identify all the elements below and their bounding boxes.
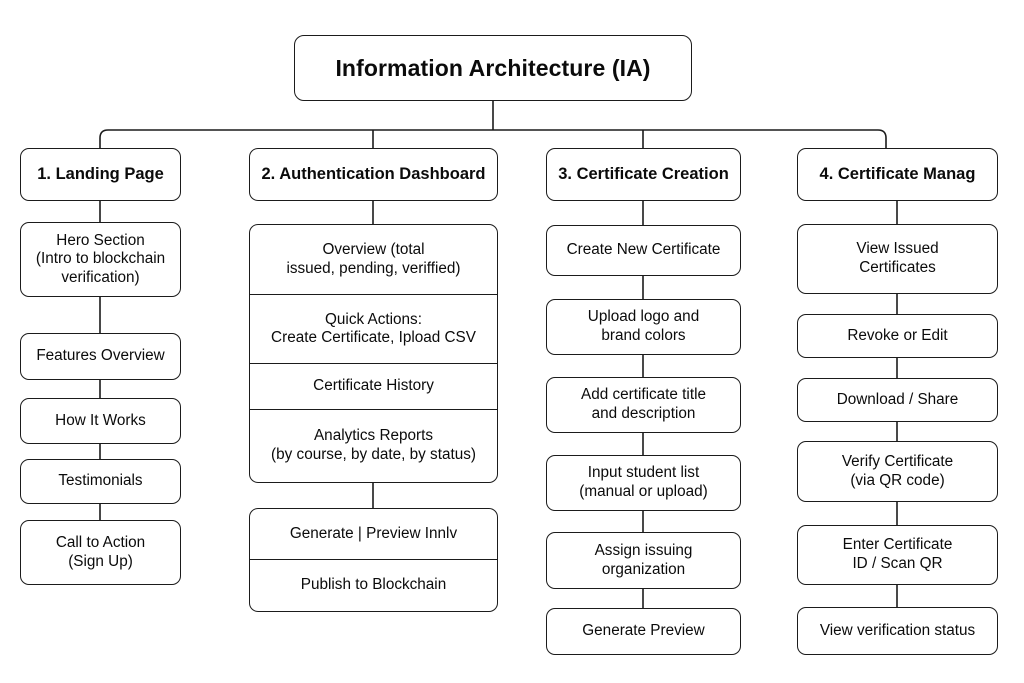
root-node-label: Information Architecture (IA) [335,54,651,81]
column-header-label: 4. Certificate Manag [819,165,976,184]
node-label: Input student list (manual or upload) [579,464,708,500]
group-dashboard-actions: Generate | Preview Innlv Publish to Bloc… [249,508,498,612]
column-header-label: 1. Landing Page [37,165,164,184]
node-add-certificate-title-description[interactable]: Add certificate title and description [546,377,741,433]
node-label: View Issued Certificates [856,240,939,276]
node-how-it-works[interactable]: How It Works [20,398,181,444]
node-label: Upload logo and brand colors [587,308,700,344]
column-header-certificate-management[interactable]: 4. Certificate Manag [797,148,998,201]
node-input-student-list[interactable]: Input student list (manual or upload) [546,455,741,511]
node-certificate-history[interactable]: Certificate History [250,364,497,410]
node-label: Verify Certificate (via QR code) [841,452,954,489]
node-label: Hero Section (Intro to blockchain verifi… [35,231,166,286]
node-label: Download / Share [836,390,959,408]
node-assign-issuing-organization[interactable]: Assign issuing organization [546,532,741,589]
distribution-bus [99,129,887,148]
node-label: How It Works [55,411,146,429]
node-call-to-action[interactable]: Call to Action (Sign Up) [20,520,181,585]
node-analytics-reports[interactable]: Analytics Reports (by course, by date, b… [250,410,497,482]
node-view-issued-certificates[interactable]: View Issued Certificates [797,224,998,294]
node-label: Certificate History [313,376,434,394]
column-header-landing-page[interactable]: 1. Landing Page [20,148,181,201]
node-publish-to-blockchain[interactable]: Publish to Blockchain [250,560,497,611]
root-node[interactable]: Information Architecture (IA) [294,35,692,101]
node-label: Publish to Blockchain [300,576,447,594]
node-overview[interactable]: Overview (total issued, pending, veriffi… [250,225,497,296]
node-revoke-or-edit[interactable]: Revoke or Edit [797,314,998,358]
node-label: View verification status [819,621,976,639]
node-label: Analytics Reports (by course, by date, b… [271,427,476,463]
column-header-authentication-dashboard[interactable]: 2. Authentication Dashboard [249,148,498,201]
node-testimonials[interactable]: Testimonials [20,459,181,504]
node-verify-certificate[interactable]: Verify Certificate (via QR code) [797,441,998,502]
node-label: Generate | Preview Innlv [289,524,458,542]
node-features-overview[interactable]: Features Overview [20,333,181,380]
node-label: Assign issuing organization [594,541,693,578]
group-dashboard-sections: Overview (total issued, pending, veriffi… [249,224,498,483]
node-label: Call to Action (Sign Up) [55,533,146,570]
node-generate-preview[interactable]: Generate Preview [546,608,741,655]
node-label: Quick Actions: Create Certificate, Iploa… [271,310,476,347]
node-label: Add certificate title and description [581,386,706,422]
column-header-label: 3. Certificate Creation [558,165,729,184]
node-upload-logo-brand-colors[interactable]: Upload logo and brand colors [546,299,741,355]
node-label: Revoke or Edit [847,326,948,344]
node-label: Testimonials [58,472,143,490]
node-label: Features Overview [36,347,165,365]
node-label: Generate Preview [582,622,705,640]
node-view-verification-status[interactable]: View verification status [797,607,998,655]
node-download-share[interactable]: Download / Share [797,378,998,422]
node-label: Overview (total issued, pending, veriffi… [286,241,461,277]
node-create-new-certificate[interactable]: Create New Certificate [546,225,741,276]
node-label: Create New Certificate [566,241,721,259]
column-header-certificate-creation[interactable]: 3. Certificate Creation [546,148,741,201]
node-label: Enter Certificate ID / Scan QR [842,536,953,572]
column-header-label: 2. Authentication Dashboard [261,165,486,184]
node-quick-actions[interactable]: Quick Actions: Create Certificate, Iploa… [250,295,497,364]
node-hero-section[interactable]: Hero Section (Intro to blockchain verifi… [20,222,181,297]
node-generate-preview-publish-actions[interactable]: Generate | Preview Innlv [250,509,497,561]
node-enter-certificate-id-scan-qr[interactable]: Enter Certificate ID / Scan QR [797,525,998,585]
